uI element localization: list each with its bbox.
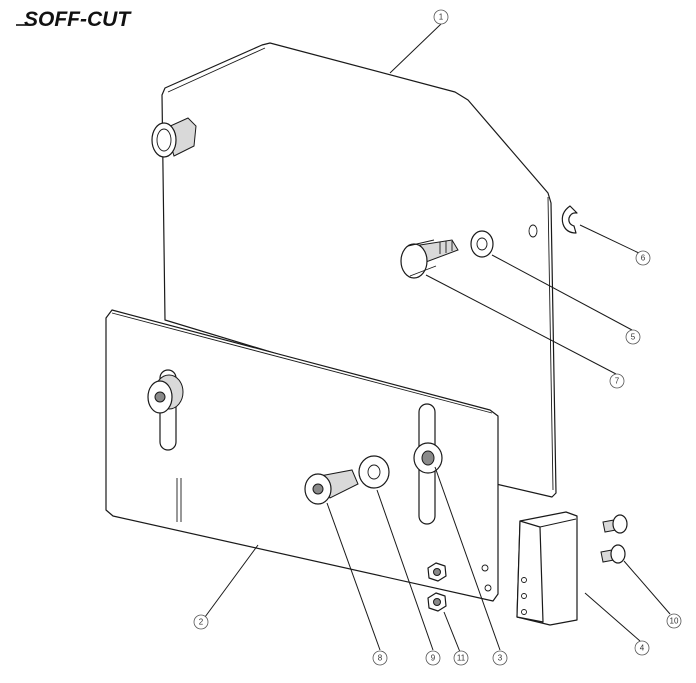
front-left-knob: [147, 374, 184, 414]
callout-8-label: 8: [378, 654, 383, 663]
callout-2-label: 2: [199, 618, 204, 627]
shoulder-bolt: [304, 469, 359, 505]
slot-washer: [413, 442, 443, 474]
shoulder-knob: [400, 239, 459, 279]
callout-1: 1: [433, 9, 449, 25]
callout-6: 6: [635, 250, 651, 266]
callout-10-label: 10: [670, 617, 679, 626]
callout-2: 2: [193, 614, 209, 630]
callout-7-label: 7: [615, 377, 620, 386]
callout-9-label: 9: [431, 654, 436, 663]
callout-7: 7: [609, 373, 625, 389]
soff-cut-logo: SOFF-CUT: [16, 8, 132, 31]
callout-11: 11: [453, 650, 469, 666]
callout-3: 3: [492, 650, 508, 666]
washer-middle: [358, 455, 390, 489]
callout-9: 9: [425, 650, 441, 666]
leader-lines: [204, 23, 671, 653]
callout-4-label: 4: [640, 644, 645, 653]
callout-8: 8: [372, 650, 388, 666]
callout-10: 10: [666, 613, 682, 629]
callout-4: 4: [634, 640, 650, 656]
plate-hole: [528, 224, 538, 238]
bracket: [516, 511, 578, 626]
rear-plate: [161, 42, 557, 498]
callout-1-label: 1: [439, 13, 444, 22]
lock-nuts: [427, 562, 447, 612]
plate-knob: [151, 117, 197, 158]
callout-6-label: 6: [641, 254, 646, 263]
callout-5-label: 5: [631, 333, 636, 342]
e-clip: [561, 205, 578, 234]
washer-upper: [470, 230, 494, 258]
callout-11-label: 11: [457, 654, 466, 663]
callout-3-label: 3: [498, 654, 503, 663]
screws: [600, 514, 628, 564]
callout-5: 5: [625, 329, 641, 345]
logo-text: SOFF-CUT: [24, 8, 132, 31]
